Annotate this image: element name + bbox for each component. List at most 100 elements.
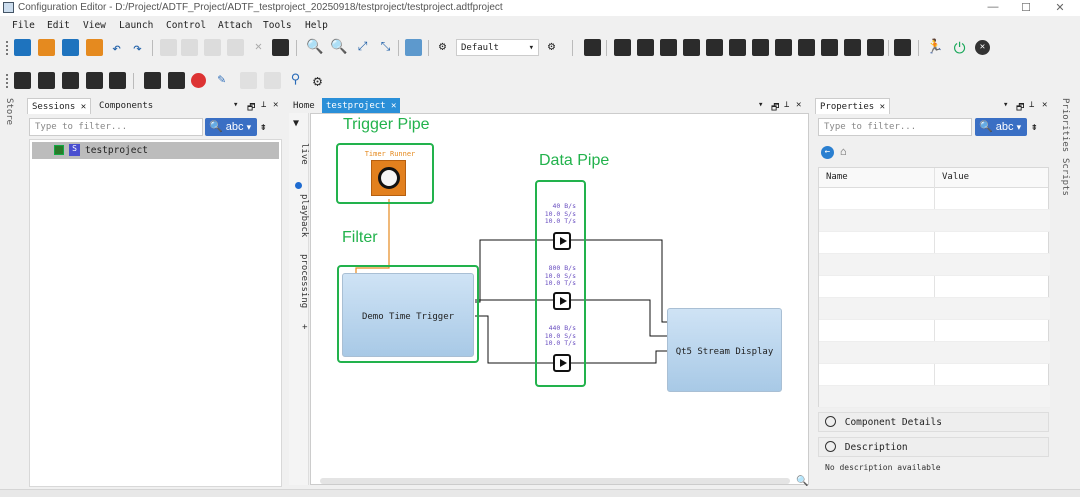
pin-icon[interactable]: ⊥ (261, 100, 267, 110)
record-icon[interactable] (191, 73, 206, 88)
properties-filter-input[interactable]: Type to filter... (818, 118, 972, 136)
zoom-icon[interactable]: 🔍 (796, 476, 809, 487)
column-value[interactable]: Value (942, 172, 970, 182)
menu-view[interactable]: View (83, 20, 106, 31)
toolbar-grip[interactable] (6, 74, 8, 88)
redo-icon[interactable]: ↷ (132, 39, 143, 57)
tab-home[interactable]: Home (293, 101, 315, 111)
expand-icon[interactable]: ⤢ (357, 39, 368, 53)
close-icon[interactable]: ✕ (80, 102, 87, 112)
properties-search-button[interactable]: 🔍 abc ▾ (975, 118, 1027, 136)
profile-settings-icon[interactable]: ⚙ (547, 39, 556, 53)
edit-icon[interactable] (160, 39, 177, 56)
panel-tool-icon[interactable] (38, 72, 55, 89)
canvas-scrollbar[interactable] (320, 478, 790, 484)
pipe-1-play-icon[interactable] (553, 232, 571, 250)
tab-components[interactable]: Components (99, 101, 154, 111)
priorities-side-tab[interactable]: Priorities (1060, 98, 1070, 153)
demo-time-trigger-block[interactable]: Demo Time Trigger (342, 273, 474, 357)
panel-menu-icon[interactable]: ▾ (1003, 100, 1009, 110)
tab-add[interactable]: + (299, 324, 309, 330)
power-icon[interactable]: ⏻ (953, 39, 966, 57)
collapse-icon[interactable]: ⤡ (380, 39, 391, 53)
folder-icon[interactable] (86, 39, 103, 56)
home-icon[interactable]: ⌂ (840, 145, 847, 158)
float-icon[interactable]: 🗗 (247, 103, 256, 113)
menu-control[interactable]: Control (166, 20, 207, 31)
minimize-button[interactable]: — (987, 1, 999, 13)
zoom-in-icon[interactable]: 🔍 (330, 39, 348, 55)
panel-menu-icon[interactable]: ▾ (233, 100, 239, 110)
tool-4-icon[interactable] (683, 39, 700, 56)
gear-icon[interactable]: ⚙ (312, 72, 323, 90)
tab-properties[interactable]: Properties ✕ (815, 98, 891, 114)
menu-tools[interactable]: Tools (263, 20, 292, 31)
pin-icon[interactable]: ⊥ (1029, 100, 1035, 110)
menu-edit[interactable]: Edit (47, 20, 70, 31)
back-icon[interactable]: ← (821, 146, 834, 159)
pipe-2-play-icon[interactable] (553, 292, 571, 310)
close-icon[interactable]: ✕ (273, 100, 279, 110)
tool-11-icon[interactable] (844, 39, 861, 56)
select-all-icon[interactable] (272, 39, 289, 56)
chart-tool-icon[interactable] (109, 72, 126, 89)
menu-help[interactable]: Help (305, 20, 328, 31)
add-profile-icon[interactable]: ⚙ (438, 39, 447, 53)
paste-icon[interactable] (227, 39, 244, 56)
new-project-icon[interactable] (14, 39, 31, 56)
stats-tool-icon[interactable] (168, 72, 185, 89)
undo-icon[interactable]: ↶ (111, 39, 122, 57)
collapse-arrow-icon[interactable]: ▼ (293, 118, 300, 129)
graph-icon[interactable] (584, 39, 601, 56)
layout-icon[interactable] (405, 39, 422, 56)
stop-icon[interactable]: ✕ (975, 40, 990, 55)
tool-1-icon[interactable] (614, 39, 631, 56)
open-project-icon[interactable] (38, 39, 55, 56)
column-name[interactable]: Name (826, 172, 848, 182)
tool-12-icon[interactable] (867, 39, 884, 56)
menu-attach[interactable]: Attach (218, 20, 253, 31)
tool-9-icon[interactable] (798, 39, 815, 56)
tool-13-icon[interactable] (894, 39, 911, 56)
float-icon[interactable]: 🗗 (771, 103, 780, 113)
run-icon[interactable]: 🏃 (926, 39, 944, 55)
close-icon[interactable]: ✕ (879, 102, 886, 112)
wrench-tool-icon[interactable] (86, 72, 103, 89)
maximize-button[interactable]: ☐ (1021, 2, 1031, 14)
database-tool-icon[interactable] (144, 72, 161, 89)
profile-combo[interactable]: Default ▾ (456, 39, 539, 56)
qt5-stream-display-block[interactable]: Qt5 Stream Display (667, 308, 782, 392)
scripts-side-tab[interactable]: Scripts (1060, 158, 1070, 196)
hierarchy-icon[interactable]: ⚲ (290, 72, 301, 87)
menu-launch[interactable]: Launch (119, 20, 154, 31)
column-divider[interactable] (934, 168, 935, 406)
window-tool-icon[interactable] (62, 72, 79, 89)
tool-2-icon[interactable] (637, 39, 654, 56)
filter-tool-icon[interactable] (14, 72, 31, 89)
sessions-filter-input[interactable]: Type to filter... (29, 118, 203, 136)
pipette-icon[interactable]: ✎ (217, 72, 226, 87)
tab-sessions[interactable]: Sessions ✕ (27, 98, 92, 114)
tool-10-icon[interactable] (821, 39, 838, 56)
timer-runner-block[interactable] (371, 160, 406, 196)
delete-icon[interactable]: ✕ (254, 39, 263, 53)
tab-processing[interactable]: processing (299, 254, 309, 309)
tool-5-icon[interactable] (706, 39, 723, 56)
tool-3-icon[interactable] (660, 39, 677, 56)
tree-item-testproject[interactable]: S testproject (32, 142, 279, 159)
description-section[interactable]: Description (818, 437, 1049, 457)
close-icon[interactable]: ✕ (1042, 100, 1048, 110)
panel-menu-icon[interactable]: ▾ (758, 100, 764, 110)
tool-7-icon[interactable] (752, 39, 769, 56)
zoom-out-icon[interactable]: 🔍 (306, 39, 324, 55)
sort-icon[interactable]: ⇟ (1031, 120, 1038, 133)
tool-6-icon[interactable] (729, 39, 746, 56)
tab-testproject[interactable]: testproject ✕ (322, 98, 401, 114)
sessions-search-button[interactable]: 🔍 abc ▾ (205, 118, 257, 136)
float-icon[interactable]: 🗗 (1016, 103, 1025, 113)
save-icon[interactable] (62, 39, 79, 56)
sort-icon[interactable]: ⇟ (260, 120, 267, 133)
cut-icon[interactable] (181, 39, 198, 56)
close-window-button[interactable]: ✕ (1055, 2, 1065, 14)
close-icon[interactable]: ✕ (391, 101, 397, 111)
